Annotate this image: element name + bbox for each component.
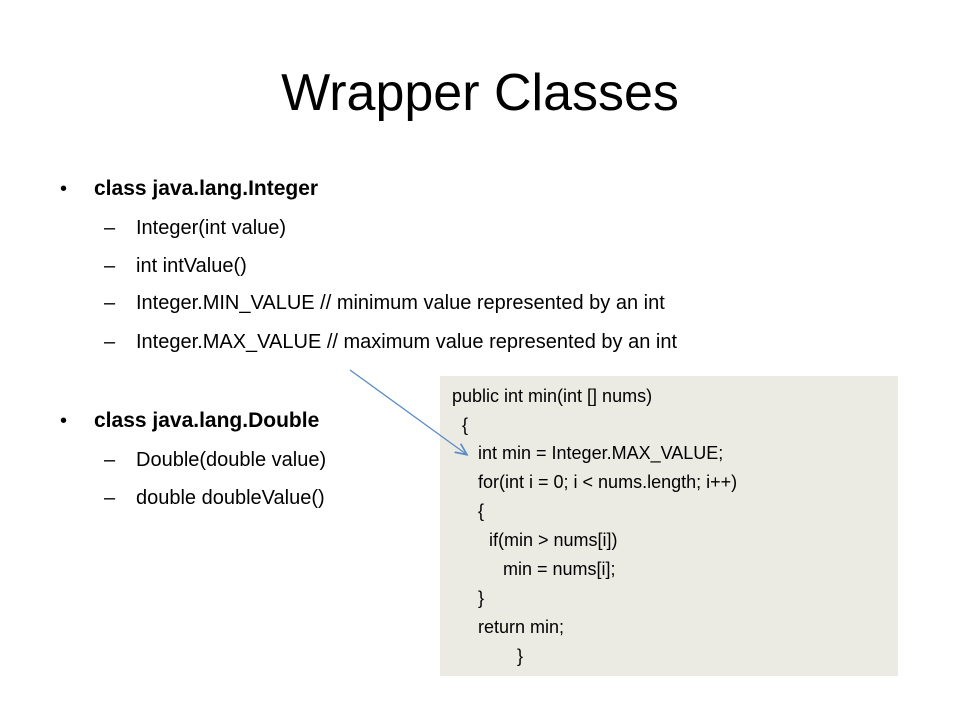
sub-item: – Integer(int value) — [104, 213, 286, 243]
bullet-dot-icon: • — [60, 409, 68, 432]
dash-icon: – — [104, 330, 116, 353]
sub-item: – int intValue() — [104, 251, 247, 281]
code-line: min = nums[i]; — [503, 559, 616, 579]
code-line: int min = Integer.MAX_VALUE; — [478, 443, 724, 463]
bullet-dot-icon: • — [60, 177, 68, 200]
sub-item-text: int intValue() — [136, 254, 247, 277]
dash-icon: – — [104, 254, 116, 277]
dash-icon: – — [104, 216, 116, 239]
dash-icon: – — [104, 448, 116, 471]
bullet-heading: class java.lang.Integer — [94, 177, 319, 200]
dash-icon: – — [104, 486, 116, 509]
sub-item-text: Integer.MAX_VALUE // maximum value repre… — [136, 330, 678, 353]
bullet-double-class: • class java.lang.Double — [60, 406, 319, 436]
code-line: public int min(int [] nums) — [452, 386, 653, 406]
sub-item: – Integer.MIN_VALUE // minimum value rep… — [104, 288, 665, 318]
bullet-integer-class: • class java.lang.Integer — [60, 174, 318, 204]
code-line: } — [517, 646, 524, 666]
code-line: { — [478, 501, 485, 521]
sub-item: – Double(double value) — [104, 445, 326, 475]
sub-item-text: Integer.MIN_VALUE // minimum value repre… — [136, 291, 665, 314]
slide-title: Wrapper Classes — [281, 64, 679, 122]
sub-item-text: double doubleValue() — [136, 486, 325, 509]
code-line: } — [478, 588, 485, 608]
sub-item-text: Integer(int value) — [136, 216, 287, 239]
bullet-heading: class java.lang.Double — [94, 409, 320, 432]
code-line: if(min > nums[i]) — [489, 530, 618, 550]
code-line: { — [462, 415, 469, 435]
sub-item: – Integer.MAX_VALUE // maximum value rep… — [104, 327, 677, 357]
code-line: return min; — [478, 617, 565, 637]
sub-item-text: Double(double value) — [136, 448, 327, 471]
dash-icon: – — [104, 291, 116, 314]
code-box: public int min(int [] nums) { int min = … — [440, 376, 898, 676]
code-line: for(int i = 0; i < nums.length; i++) — [478, 472, 738, 492]
sub-item: – double doubleValue() — [104, 483, 325, 513]
